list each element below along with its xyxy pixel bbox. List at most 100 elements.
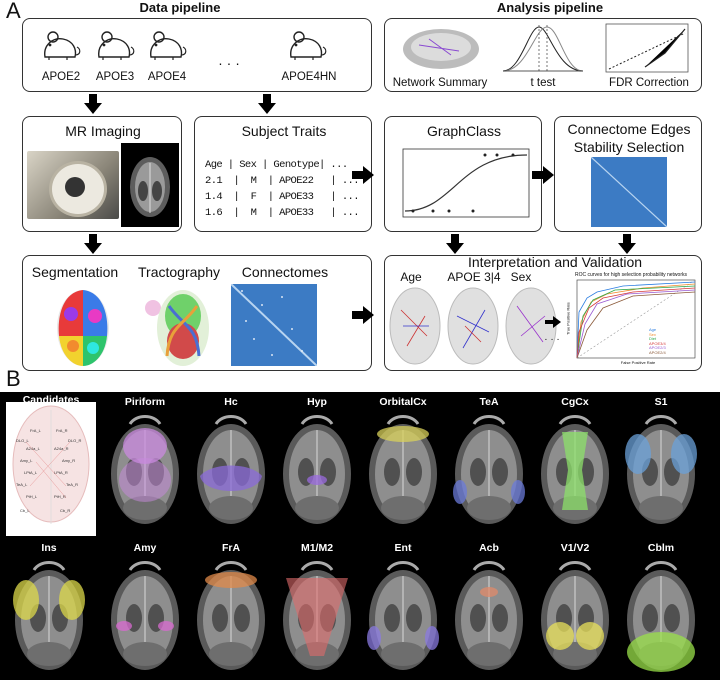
- svg-text:PtH_R: PtH_R: [54, 494, 66, 499]
- ellipsis: · · ·: [544, 334, 560, 345]
- genotype-label: APOE4: [147, 71, 187, 83]
- brain-scan: [541, 415, 609, 524]
- mr-imaging-title: MR Imaging: [65, 123, 141, 139]
- region-label: S1: [654, 396, 668, 408]
- stability-matrix: [590, 156, 668, 228]
- connectomes-title: Connectomes: [241, 264, 329, 280]
- interp-label-age: Age: [400, 270, 422, 284]
- arrow-right-icon: [532, 166, 554, 184]
- tractography-image: [143, 286, 219, 373]
- brain-scan: [455, 561, 523, 670]
- mouse-icon: [285, 25, 329, 70]
- region-label: Candidates: [22, 394, 80, 406]
- svg-text:TeA_L: TeA_L: [16, 482, 28, 487]
- roc-legend-item: APOE2/3: [649, 345, 666, 351]
- region-label: CgCx: [561, 396, 589, 408]
- segmentation-image: [53, 286, 113, 373]
- tractography-title: Tractography: [138, 264, 220, 280]
- interpretation-box: Interpretation and Validation Age APOE 3…: [384, 254, 702, 371]
- roc-legend: Age Sex Diet APOE3/4 APOE2/3 APOE2/4: [649, 327, 693, 356]
- interp-brain: [387, 286, 443, 371]
- region-label: Piriform: [124, 396, 166, 408]
- region-label: Acb: [479, 542, 499, 554]
- preprocessing-box: Segmentation Tractography Connectomes: [22, 255, 372, 371]
- roc-legend-item: APOE3/4: [649, 340, 666, 346]
- svg-text:LPtA_R: LPtA_R: [54, 470, 68, 475]
- mouse-icon: [93, 25, 137, 70]
- svg-text:Cb_R: Cb_R: [60, 508, 70, 513]
- region-label: FrA: [221, 542, 241, 554]
- stability-selection-title: Stability Selection: [573, 139, 685, 155]
- mouse-icon: [145, 25, 189, 70]
- roc-legend-item: Diet: [649, 336, 657, 342]
- brain-scan: [453, 415, 525, 524]
- region-label: Ent: [394, 542, 412, 554]
- genotypes-box: APOE2 APOE3 APOE4 · · · APOE4HN: [22, 18, 372, 92]
- interp-label-apoe: APOE 3|4: [447, 270, 501, 284]
- traits-row: 1.6 | M | APOE33 | ...: [205, 207, 360, 219]
- traits-row: 2.1 | M | APOE22 | ...: [205, 175, 360, 187]
- mr-imaging-box: MR Imaging: [22, 116, 182, 232]
- brain-scan: [111, 415, 179, 524]
- region-label: Amy: [133, 542, 157, 554]
- subject-traits-title: Subject Traits: [241, 123, 327, 139]
- svg-text:Cb_L: Cb_L: [20, 508, 30, 513]
- region-label: Hyp: [307, 396, 327, 408]
- interp-brain: [445, 286, 501, 371]
- roc-plot: ROC curves for high selection probabilit…: [563, 272, 699, 368]
- region-label: Ins: [41, 542, 57, 554]
- connectome-matrix: [230, 283, 318, 367]
- roc-xlabel: False Positive Rate: [620, 360, 656, 365]
- mouse-icon: [39, 25, 83, 70]
- interp-label-sex: Sex: [510, 270, 532, 284]
- arrow-right-icon: [352, 306, 374, 324]
- fdr-plot: [605, 23, 689, 78]
- region-label: Hc: [224, 396, 238, 408]
- data-pipeline-title: Data pipeline: [139, 0, 221, 15]
- t-test-label: t test: [530, 77, 556, 89]
- connectome-edges-title: Connectome Edges: [567, 121, 691, 137]
- svg-text:A24a_L: A24a_L: [26, 446, 41, 451]
- genotype-label: APOE3: [95, 71, 135, 83]
- arrow-down-icon: [446, 234, 464, 254]
- logistic-plot: [393, 145, 533, 232]
- analysis-summary-box: Network Summary t test FDR Correction: [384, 18, 702, 92]
- roc-legend-item: APOE2/4: [649, 349, 666, 355]
- traits-row: 1.4 | F | APOE33 | ...: [205, 191, 360, 203]
- brain-scan: [367, 561, 439, 670]
- segmentation-title: Segmentation: [31, 264, 119, 280]
- svg-text:PtH_L: PtH_L: [26, 494, 38, 499]
- svg-text:FrA_L: FrA_L: [30, 428, 42, 433]
- svg-text:TeA_R: TeA_R: [66, 482, 78, 487]
- brain-scan: [283, 415, 351, 524]
- traits-row: Age | Sex | Genotype| ...: [205, 159, 348, 171]
- brain-scan: [625, 415, 697, 524]
- mri-scanner-photo: [27, 151, 119, 219]
- arrow-down-icon: [84, 234, 102, 254]
- arrow-down-icon: [258, 94, 276, 114]
- svg-text:A24a_R: A24a_R: [54, 446, 69, 451]
- ellipsis: · · ·: [218, 55, 240, 71]
- svg-text:Amy_R: Amy_R: [62, 458, 75, 463]
- brain-scan: [369, 415, 437, 524]
- graphclass-title: GraphClass: [427, 123, 501, 139]
- roc-title: ROC curves for high selection probabilit…: [575, 272, 687, 278]
- fdr-label: FDR Correction: [609, 77, 689, 89]
- analysis-pipeline-title: Analysis pipeline: [496, 0, 604, 15]
- graphclass-box: GraphClass: [384, 116, 542, 232]
- region-label: OrbitalCx: [379, 396, 427, 408]
- brain-scan: [627, 561, 695, 672]
- genotype-label: APOE2: [41, 71, 81, 83]
- arrow-right-icon: [352, 166, 374, 184]
- region-label: TeA: [479, 396, 499, 408]
- subject-traits-box: Subject Traits Age | Sex | Genotype| ...…: [194, 116, 372, 232]
- brain-scan: [197, 415, 265, 524]
- panel-a-letter: A: [6, 0, 21, 23]
- region-label: Cblm: [647, 542, 675, 554]
- svg-text:LPtA_L: LPtA_L: [24, 470, 38, 475]
- stability-selection-box: Connectome Edges Stability Selection: [554, 116, 702, 232]
- brain-scan: [541, 561, 609, 670]
- roc-ylabel: True Positive Rate: [565, 302, 571, 335]
- network-summary-label: Network Summary: [392, 77, 488, 89]
